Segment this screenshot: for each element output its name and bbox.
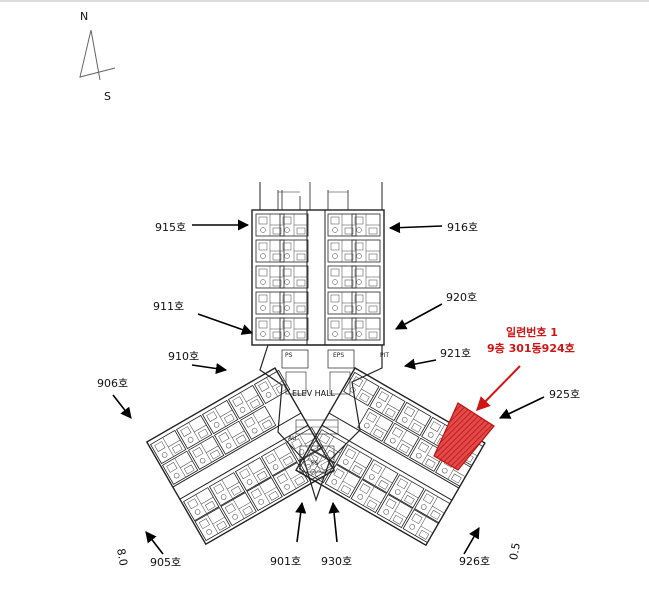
eps-label: EPS (333, 352, 344, 359)
arrow-930-icon (328, 501, 340, 543)
elev-hall-label: ELEV HALL (292, 389, 336, 398)
compass-south-label: S (104, 90, 111, 103)
ps-label: PS (285, 352, 293, 359)
arrow-905-icon (145, 531, 164, 555)
unit-location-label: 9층 301동924호 (487, 341, 575, 355)
arrow-901-icon (295, 501, 307, 543)
unit-label-921: 921호 (440, 347, 471, 360)
unit-label-915: 915호 (155, 221, 186, 234)
unit-label-926: 926호 (459, 555, 490, 568)
serial-number-label: 일련번호 1 (506, 325, 558, 339)
arrow-916-icon (388, 222, 443, 234)
unit-label-906: 906호 (97, 377, 128, 390)
edge-mark-left: 8.0 (114, 547, 130, 566)
arrow-911-icon (197, 313, 254, 335)
compass-arrow-icon (79, 29, 116, 78)
edge-mark-right: 0.5 (507, 542, 523, 561)
pointer-arrows (112, 219, 545, 555)
arrow-906-icon (112, 394, 132, 419)
ps-lower-label: PS (311, 460, 319, 467)
arrow-920-icon (395, 303, 443, 330)
arrow-highlight-icon (476, 365, 521, 412)
arrow-926-icon (463, 527, 480, 555)
unit-label-916: 916호 (447, 221, 478, 234)
unit-label-920: 920호 (446, 291, 477, 304)
compass: N S (79, 10, 116, 103)
arrow-910-icon (191, 362, 228, 375)
unit-label-905: 905호 (150, 556, 181, 569)
arrow-921-icon (403, 358, 437, 370)
floor-plan (145, 182, 486, 547)
highlight-annotation: 일련번호 1 9층 301동924호 (487, 325, 575, 355)
au-label: AU (288, 435, 297, 442)
highlighted-unit-924[interactable] (433, 402, 495, 471)
unit-label-901: 901호 (270, 555, 301, 568)
compass-north-label: N (80, 10, 88, 23)
unit-labels: 915호 916호 911호 920호 910호 921호 906호 925호 … (97, 221, 580, 569)
unit-label-925: 925호 (549, 388, 580, 401)
pit-label: PIT (380, 352, 389, 359)
arrow-925-icon (498, 396, 545, 419)
unit-label-910: 910호 (168, 350, 199, 363)
unit-label-930: 930호 (321, 555, 352, 568)
hall-labels: ELEV HALL PS EPS PIT AU PS (285, 352, 389, 467)
unit-label-911: 911호 (153, 300, 184, 313)
